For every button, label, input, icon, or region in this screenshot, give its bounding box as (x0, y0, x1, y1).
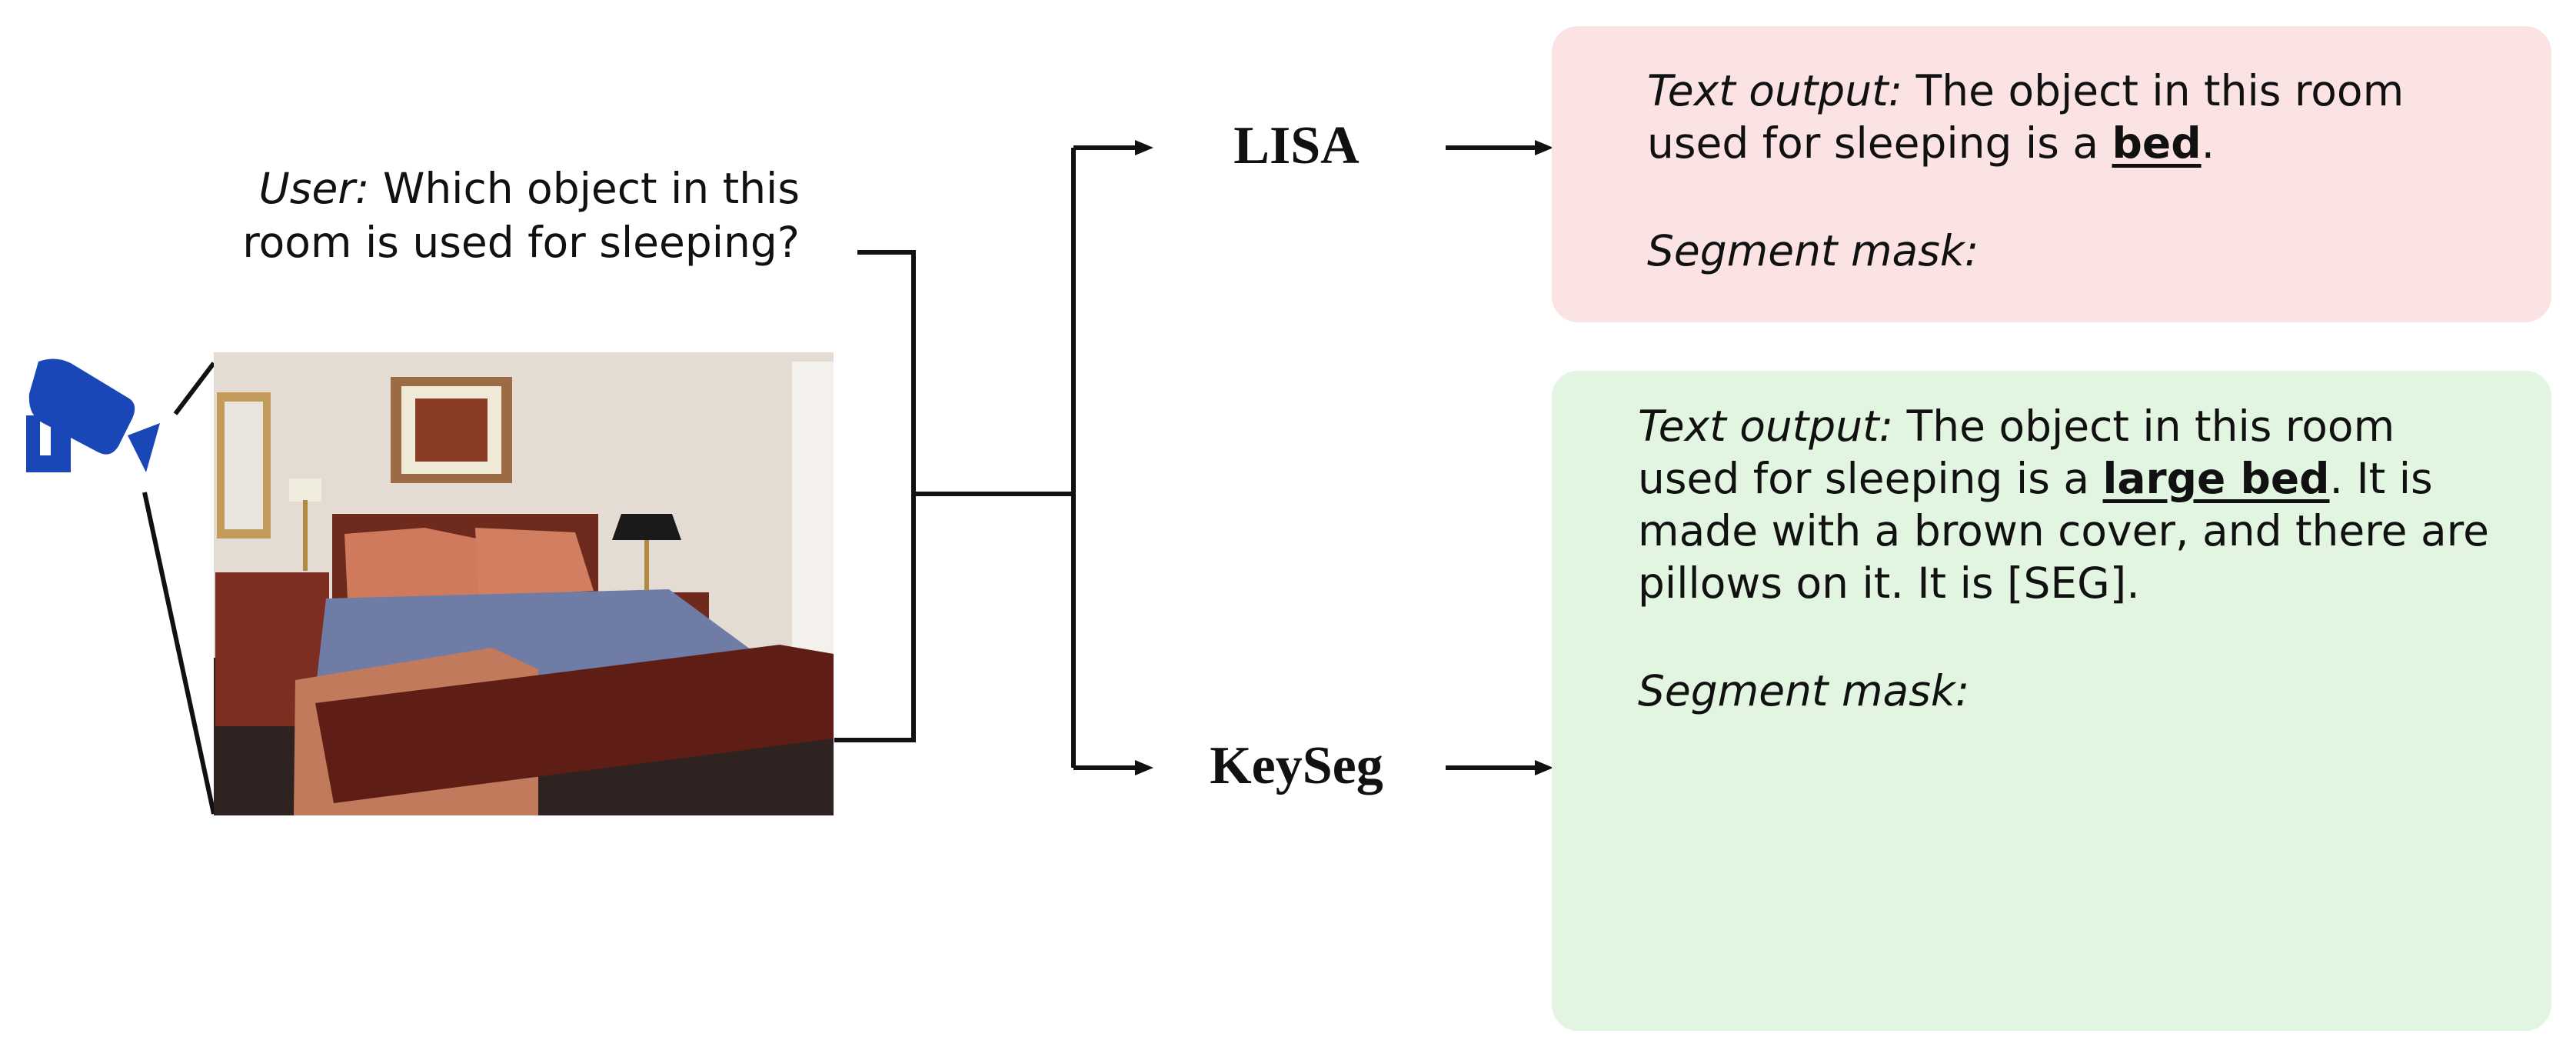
view-line-bottom (142, 492, 216, 815)
keyseg-line2-pre: used for sleeping is a (1638, 454, 2103, 503)
lisa-text-label: Text output: (1647, 66, 1903, 115)
lisa-line1: The object in this room (1915, 66, 2405, 115)
arrowhead-2 (1135, 760, 1153, 775)
camera-icon (26, 358, 160, 472)
lisa-output-panel (1552, 26, 2551, 322)
keyseg-line4: pillows on it. It is [SEG]. (1638, 559, 2140, 608)
arrowhead-4 (1535, 760, 1553, 775)
keyseg-output-panel (1552, 371, 2551, 1031)
bedroom-photo (214, 352, 834, 815)
view-line-top (173, 362, 216, 415)
lisa-answer-bold: bed (2112, 118, 2202, 168)
keyseg-text-output: Text output: The object in this room use… (1638, 400, 2489, 609)
user-speaker-label: User: (258, 164, 370, 213)
keyseg-mask-label-text: Segment mask: (1638, 666, 1970, 715)
lisa-mask-label: Segment mask: (1647, 225, 1979, 277)
model-label-lisa: LISA (1233, 116, 1360, 175)
keyseg-line2-post: . It is (2329, 454, 2433, 503)
keyseg-text-label: Text output: (1638, 402, 1894, 451)
keyseg-line1: The object in this room (1906, 402, 2395, 451)
image-connector (834, 494, 916, 742)
arrowhead-1 (1135, 140, 1153, 155)
lisa-line2-post: . (2201, 118, 2215, 168)
keyseg-answer-bold: large bed (2102, 454, 2330, 503)
model-label-keyseg: KeySeg (1210, 736, 1383, 795)
lisa-line2-pre: used for sleeping is a (1647, 118, 2112, 168)
lisa-text-output: Text output: The object in this room use… (1647, 65, 2404, 169)
lisa-mask-label-text: Segment mask: (1647, 226, 1979, 275)
query-connector (857, 250, 916, 494)
user-query: User: Which object in this room is used … (192, 162, 800, 269)
user-query-line1: Which object in this (382, 164, 800, 213)
keyseg-line3: made with a brown cover, and there are (1638, 506, 2489, 555)
keyseg-mask-label: Segment mask: (1638, 665, 1969, 717)
arrowhead-3 (1535, 140, 1553, 155)
user-query-line2: room is used for sleeping? (242, 218, 800, 267)
